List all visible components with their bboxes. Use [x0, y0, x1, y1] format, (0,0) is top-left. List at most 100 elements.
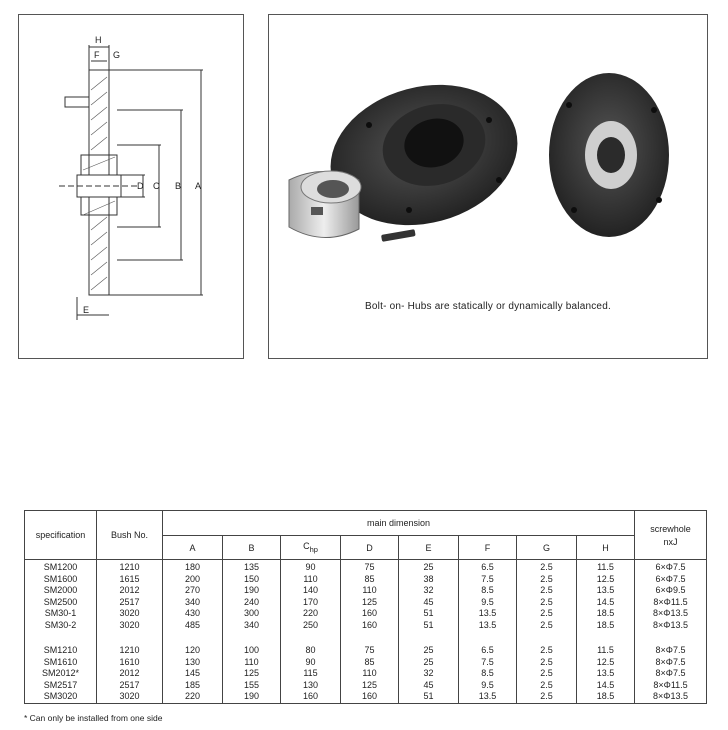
- table-cell: 125: [340, 596, 399, 608]
- table-cell: 2012: [96, 585, 163, 597]
- table-cell: 51: [398, 619, 459, 631]
- table-cell: 430: [162, 608, 223, 620]
- table-spacer: [24, 631, 708, 643]
- sub-header-row: A B Chp D E F G H: [25, 535, 707, 560]
- table-cell: 13.5: [458, 619, 517, 631]
- table-cell: 25: [398, 559, 459, 574]
- table-cell: 3020: [96, 619, 163, 631]
- table-cell: 8×Φ7.5: [634, 643, 708, 657]
- table-cell: 160: [340, 619, 399, 631]
- table-cell: 13.5: [575, 668, 636, 680]
- table-cell: 2012: [96, 668, 163, 680]
- table-cell: 13.5: [458, 691, 517, 704]
- bolt-outline: [64, 96, 90, 108]
- table-cell: SM30-2: [24, 619, 97, 631]
- table-cell: 2.5: [516, 691, 577, 704]
- technical-drawing-panel: H F G D C B A E: [18, 14, 244, 359]
- table-cell: 25: [398, 643, 459, 657]
- table-cell: 110: [340, 585, 399, 597]
- table-cell: SM1600: [24, 573, 97, 585]
- table-cell: 220: [162, 691, 223, 704]
- table-cell: 85: [340, 656, 399, 668]
- table-cell: 125: [340, 679, 399, 691]
- table-cell: 75: [340, 643, 399, 657]
- table-cell: 1210: [96, 643, 163, 657]
- table-cell: 11.5: [575, 643, 636, 657]
- table-cell: 13.5: [575, 585, 636, 597]
- table-cell: 170: [280, 596, 341, 608]
- table-cell: 51: [398, 691, 459, 704]
- table-cell: 2.5: [516, 573, 577, 585]
- sub-header-a: A: [162, 535, 223, 560]
- table-cell: 45: [398, 679, 459, 691]
- table-cell: 1615: [96, 573, 163, 585]
- table-cell: 340: [162, 596, 223, 608]
- table-cell: 25: [398, 656, 459, 668]
- table-cell: SM1610: [24, 656, 97, 668]
- header-main-dimension: main dimension: [161, 509, 636, 537]
- table-cell: 2.5: [516, 619, 577, 631]
- footnote: * Can only be installed from one side: [24, 713, 163, 723]
- table-cell: 110: [340, 668, 399, 680]
- table-cell: 120: [162, 643, 223, 657]
- header-specification: specification: [24, 510, 97, 560]
- table-cell: 250: [280, 619, 341, 631]
- table-cell: 240: [222, 596, 281, 608]
- table-cell: 18.5: [575, 608, 636, 620]
- table-cell: 32: [398, 585, 459, 597]
- flange-hub-front: [330, 84, 518, 226]
- table-cell: 8.5: [458, 585, 517, 597]
- table-cell: 6×Φ7.5: [634, 573, 708, 585]
- table-cell: 8.5: [458, 668, 517, 680]
- taper-bush: [288, 170, 362, 238]
- sub-header-h: H: [575, 535, 636, 560]
- table-cell: 2517: [96, 679, 163, 691]
- table-cell: 8×Φ7.5: [634, 656, 708, 668]
- table-cell: 7.5: [458, 656, 517, 668]
- table-cell: 11.5: [575, 559, 636, 574]
- table-cell: 2.5: [516, 596, 577, 608]
- table-cell: 1210: [96, 559, 163, 574]
- table-cell: SM2500: [24, 596, 97, 608]
- table-cell: 6.5: [458, 559, 517, 574]
- table-cell: SM1210: [24, 643, 97, 657]
- header-screwhole: screwhole nxJ: [634, 510, 708, 560]
- table-cell: 8×Φ13.5: [634, 608, 708, 620]
- table-cell: 190: [222, 691, 281, 704]
- table-cell: 300: [222, 608, 281, 620]
- table-cell: 6×Φ9.5: [634, 585, 708, 597]
- table-cell: 2.5: [516, 679, 577, 691]
- table-cell: 125: [222, 668, 281, 680]
- table-cell: 8×Φ11.5: [634, 596, 708, 608]
- table-cell: 32: [398, 668, 459, 680]
- label-f: F: [94, 50, 100, 60]
- table-cell: 85: [340, 573, 399, 585]
- table-cell: 100: [222, 643, 281, 657]
- product-photo: [288, 73, 669, 242]
- label-e: E: [83, 305, 89, 315]
- sub-header-c-subscript: hp: [309, 544, 318, 554]
- table-cell: 2.5: [516, 585, 577, 597]
- table-cell: 145: [162, 668, 223, 680]
- table-cell: 160: [280, 691, 341, 704]
- table-cell: 7.5: [458, 573, 517, 585]
- label-h: H: [95, 35, 102, 45]
- table-cell: 14.5: [575, 679, 636, 691]
- table-cell: 140: [280, 585, 341, 597]
- table-cell: 2517: [96, 596, 163, 608]
- sub-header-f: F: [458, 535, 517, 560]
- table-cell: SM30-1: [24, 608, 97, 620]
- screwhole-label: screwhole: [650, 523, 691, 534]
- table-cell: 220: [280, 608, 341, 620]
- table-cell: SM3020: [24, 691, 97, 704]
- table-cell: 190: [222, 585, 281, 597]
- specification-table: specification Bush No. main dimension sc…: [24, 509, 708, 704]
- table-cell: 45: [398, 596, 459, 608]
